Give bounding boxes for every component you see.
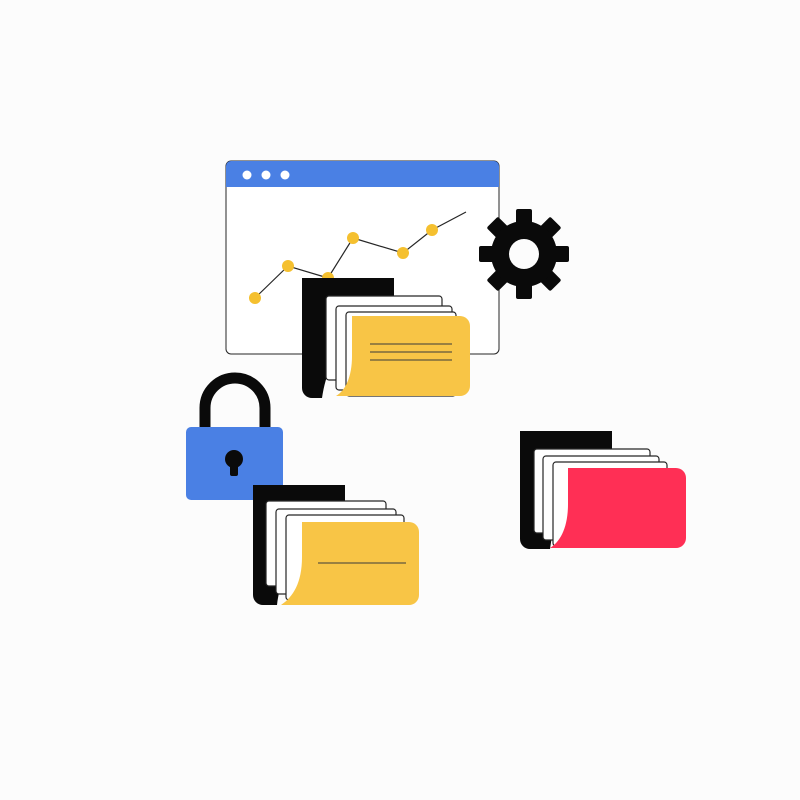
chart-point — [249, 292, 261, 304]
window-dot — [280, 170, 290, 180]
padlock-shackle — [199, 372, 271, 430]
padlock-icon — [186, 372, 283, 500]
window-titlebar — [226, 161, 499, 187]
window-dot — [261, 170, 271, 180]
window-dot — [242, 170, 252, 180]
chart-points — [249, 224, 438, 304]
window-dots — [242, 170, 290, 180]
chart-point — [397, 247, 409, 259]
keyhole — [225, 450, 243, 468]
folder-front — [336, 316, 470, 396]
folder-red — [520, 431, 686, 549]
chart-point — [282, 260, 294, 272]
gear-icon — [479, 209, 569, 299]
folder-yellow-top — [302, 278, 470, 398]
chart-point — [426, 224, 438, 236]
chart-point — [347, 232, 359, 244]
keyhole-slot — [230, 461, 238, 476]
folder-yellow-bottom — [253, 485, 419, 605]
folder-front — [550, 468, 686, 548]
